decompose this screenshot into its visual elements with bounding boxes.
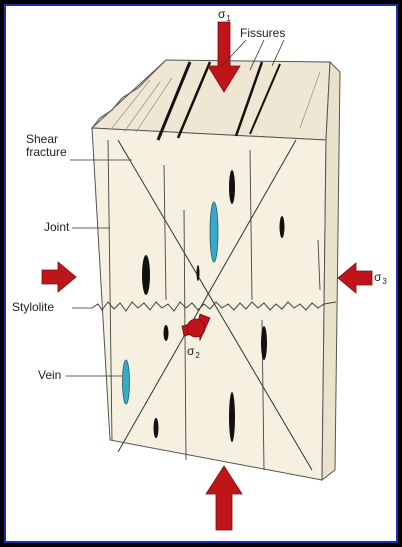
fissure-line	[249, 63, 281, 135]
vein-lens	[279, 216, 285, 238]
sigma1-subscript: 1	[226, 14, 231, 23]
sigma2-symbol: σ	[187, 344, 195, 358]
stylolite-label: Stylolite	[12, 300, 55, 314]
vein-lens	[261, 326, 267, 360]
fissure-line	[234, 61, 264, 137]
joint-label: Joint	[44, 220, 70, 234]
vein-lens	[196, 265, 200, 281]
joint-line	[249, 149, 253, 301]
vein-lens	[229, 170, 235, 204]
sigma3-subscript: 3	[382, 277, 387, 286]
block-side-face	[321, 60, 341, 482]
blue-vein	[122, 359, 130, 405]
sigma1-arrow	[207, 21, 241, 93]
sigma3-symbol: σ	[374, 270, 382, 284]
sigma3-label: σ3	[374, 270, 387, 287]
stylolite-line	[91, 301, 337, 312]
fissure-line	[176, 61, 212, 139]
shear-fracture-label-line2: fracture	[26, 145, 67, 159]
fissures-leader	[221, 39, 247, 67]
joint-line	[163, 164, 167, 301]
vein-lens	[142, 255, 150, 295]
shear-fracture-label: Shear fracture	[26, 133, 67, 159]
sigma2-arrow-head	[186, 318, 206, 338]
vein-label: Vein	[38, 368, 62, 382]
sigma1-bottom-arrow	[205, 465, 243, 531]
sigma3-right-arrow	[337, 262, 373, 294]
fissures-label: Fissures	[240, 26, 286, 40]
fissure-line	[156, 61, 192, 141]
vein-lens	[163, 325, 169, 341]
sigma1-symbol: σ	[218, 7, 226, 21]
top-surface-cracks	[111, 71, 321, 133]
fissures-leader	[271, 39, 285, 67]
block-top-edge	[91, 59, 167, 129]
shear-fracture-line	[117, 139, 313, 471]
sigma1-label: σ1	[218, 7, 231, 24]
joint-line	[107, 139, 113, 441]
sigma2-subscript: 2	[195, 351, 200, 360]
sigma2-label: σ2	[187, 344, 200, 361]
block-top-face	[90, 59, 331, 141]
blue-vein	[209, 201, 219, 263]
vein-lens	[153, 418, 159, 438]
block-front-face	[91, 127, 327, 481]
sigma3-left-arrow	[41, 261, 77, 293]
fissures-leader	[249, 39, 265, 71]
shear-fracture-line	[117, 139, 297, 453]
shear-fracture-label-line1: Shear	[26, 132, 59, 146]
joint-line	[317, 239, 321, 291]
vein-lens	[229, 392, 235, 442]
